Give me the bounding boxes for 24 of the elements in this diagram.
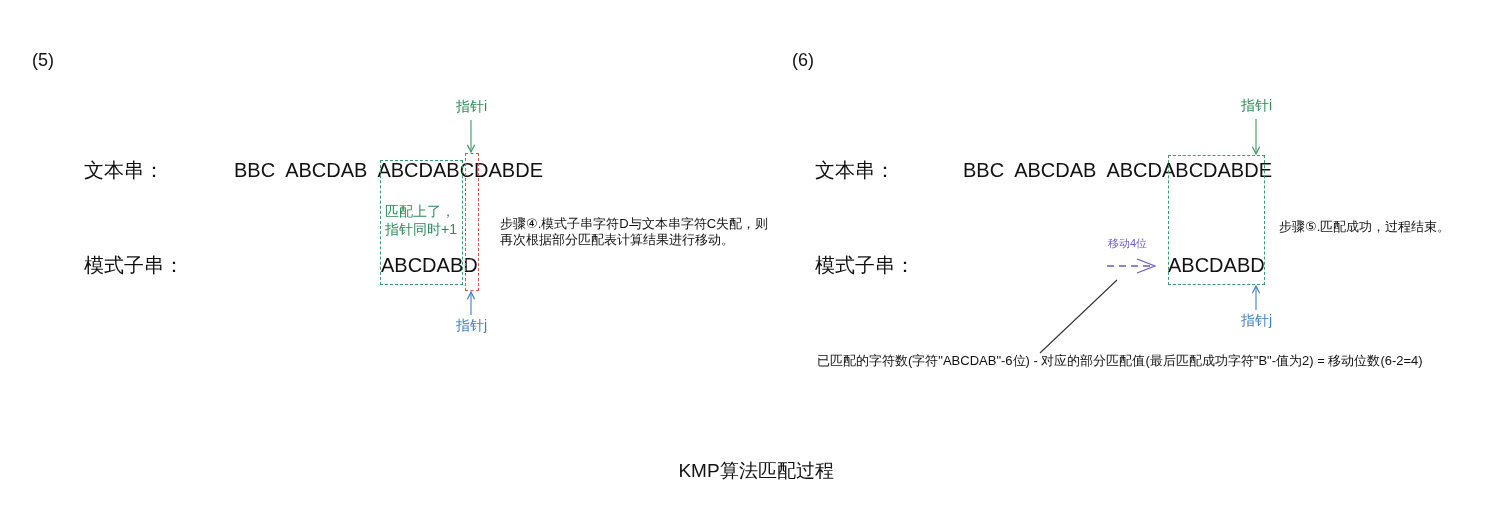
pointer-arrow [466, 291, 476, 316]
pointer-arrow [466, 119, 476, 153]
pointer-arrow [1251, 118, 1261, 155]
row-label: 文本串： [84, 158, 164, 183]
step-note: 步骤④.模式子串字符D与文本串字符C失配，则再次根据部分匹配表计算结果进行移动。 [500, 216, 770, 249]
step-number: (6) [792, 49, 814, 72]
pointer-label: 指针j [456, 317, 488, 334]
formula-note: 已匹配的字符数(字符"ABCDAB"-6位) - 对应的部分匹配值(最后匹配成功字符"B"-值为2) = 移动位数(6-2=4) [817, 353, 1423, 370]
move-label: 移动4位 [1108, 237, 1148, 251]
leader-line [1039, 279, 1118, 354]
text-string: BBC ABCDAB ABCDABCDABDE [963, 158, 1272, 183]
pointer-arrow [1251, 285, 1261, 311]
pointer-label: 指针i [1241, 97, 1273, 114]
pointer-label: 指针j [1241, 312, 1273, 329]
pointer-label: 指针i [456, 98, 488, 115]
caption: KMP算法匹配过程 [677, 459, 835, 483]
pattern-string: ABCDABD [381, 253, 478, 278]
row-label: 模式子串： [815, 253, 915, 278]
row-label: 模式子串： [84, 253, 184, 278]
box-note: 匹配上了，指针同时+1 [385, 203, 458, 238]
step-note: 步骤⑤.匹配成功，过程结束。 [1279, 219, 1451, 236]
pattern-string: ABCDABD [1168, 253, 1265, 278]
step-number: (5) [32, 49, 54, 72]
row-label: 文本串： [815, 158, 895, 183]
